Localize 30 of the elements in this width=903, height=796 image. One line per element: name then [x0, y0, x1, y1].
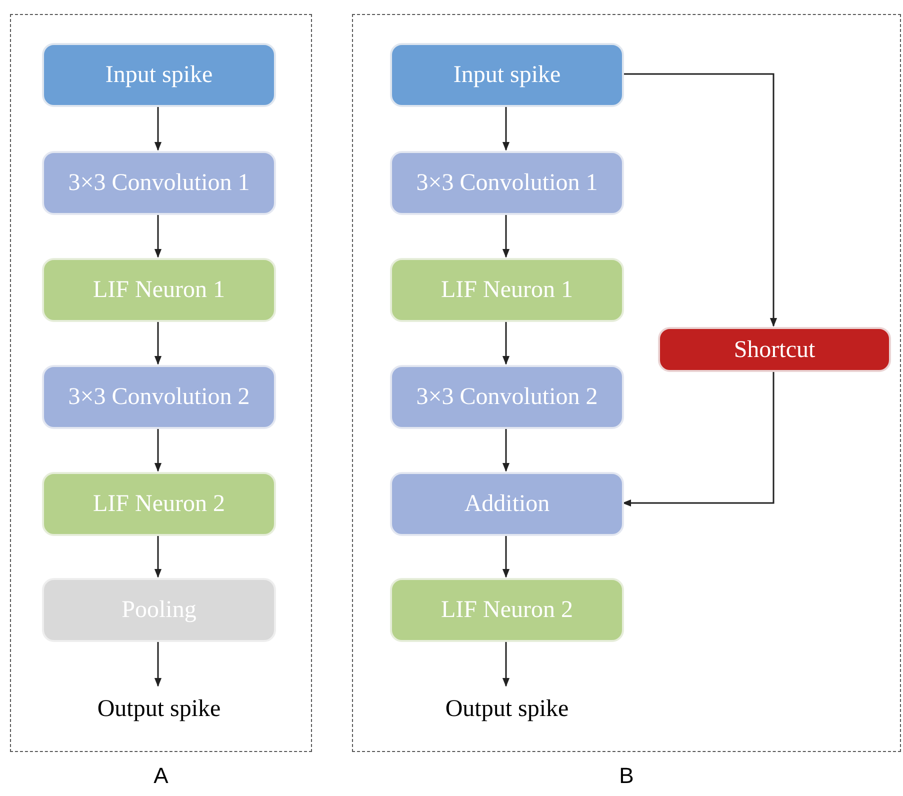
process-box: Shortcut [658, 327, 891, 372]
process-box: 3×3 Convolution 2 [42, 365, 276, 429]
arrow [154, 321, 162, 365]
process-box: Input spike [390, 43, 624, 107]
output-label: Output spike [42, 687, 276, 731]
process-box: 3×3 Convolution 1 [390, 151, 624, 215]
process-box: LIF Neuron 1 [42, 258, 276, 322]
arrow [502, 214, 510, 258]
process-box: Input spike [42, 43, 276, 107]
arrow [502, 641, 510, 687]
process-box: 3×3 Convolution 1 [42, 151, 276, 215]
arrow [154, 428, 162, 472]
arrow [502, 535, 510, 578]
arrow [502, 106, 510, 151]
arrow [154, 106, 162, 151]
process-box: LIF Neuron 1 [390, 258, 624, 322]
arrow [623, 73, 778, 327]
arrow [502, 428, 510, 472]
process-box: LIF Neuron 2 [42, 472, 276, 536]
arrow [154, 641, 162, 687]
panel-label: A [152, 765, 170, 787]
arrow [154, 535, 162, 578]
arrow [622, 371, 774, 507]
arrow [502, 321, 510, 365]
output-label: Output spike [390, 687, 624, 731]
process-box: LIF Neuron 2 [390, 578, 624, 642]
panel-label: B [618, 765, 635, 787]
process-box: 3×3 Convolution 2 [390, 365, 624, 429]
arrow [154, 214, 162, 258]
process-box: Addition [390, 472, 624, 536]
